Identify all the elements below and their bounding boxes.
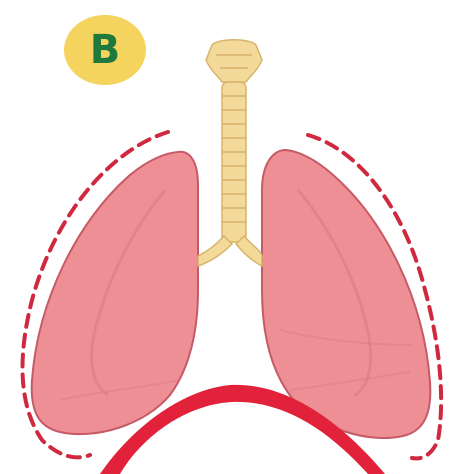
trachea-icon — [198, 40, 262, 266]
left-bronchus — [198, 236, 232, 266]
left-lung — [32, 152, 198, 434]
right-lung — [262, 150, 430, 438]
right-bronchus — [236, 236, 262, 266]
